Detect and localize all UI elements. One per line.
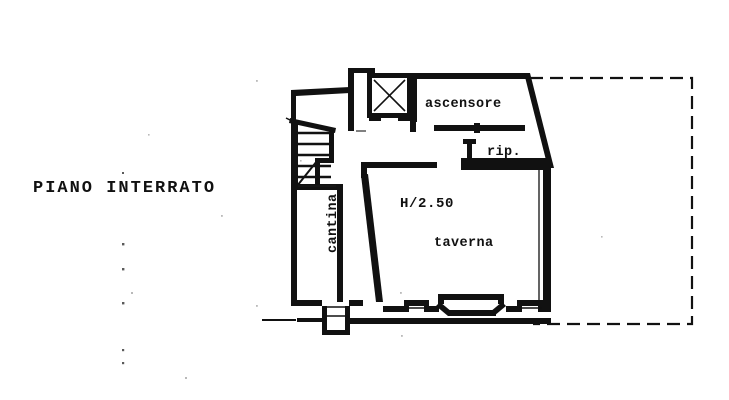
page-title: PIANO INTERRATO <box>33 179 216 198</box>
room-label-cantina: cantina <box>326 193 341 253</box>
property-boundary <box>530 76 694 326</box>
interior-detail-lines <box>298 130 366 187</box>
ceiling-height-label: H/2.50 <box>400 196 454 212</box>
staircase-icon <box>285 117 336 190</box>
scan-artifacts <box>122 80 603 379</box>
room-label-taverna: taverna <box>434 236 494 251</box>
room-label-ascensore: ascensore <box>425 97 502 112</box>
room-label-ripostiglio: rip. <box>487 145 521 160</box>
